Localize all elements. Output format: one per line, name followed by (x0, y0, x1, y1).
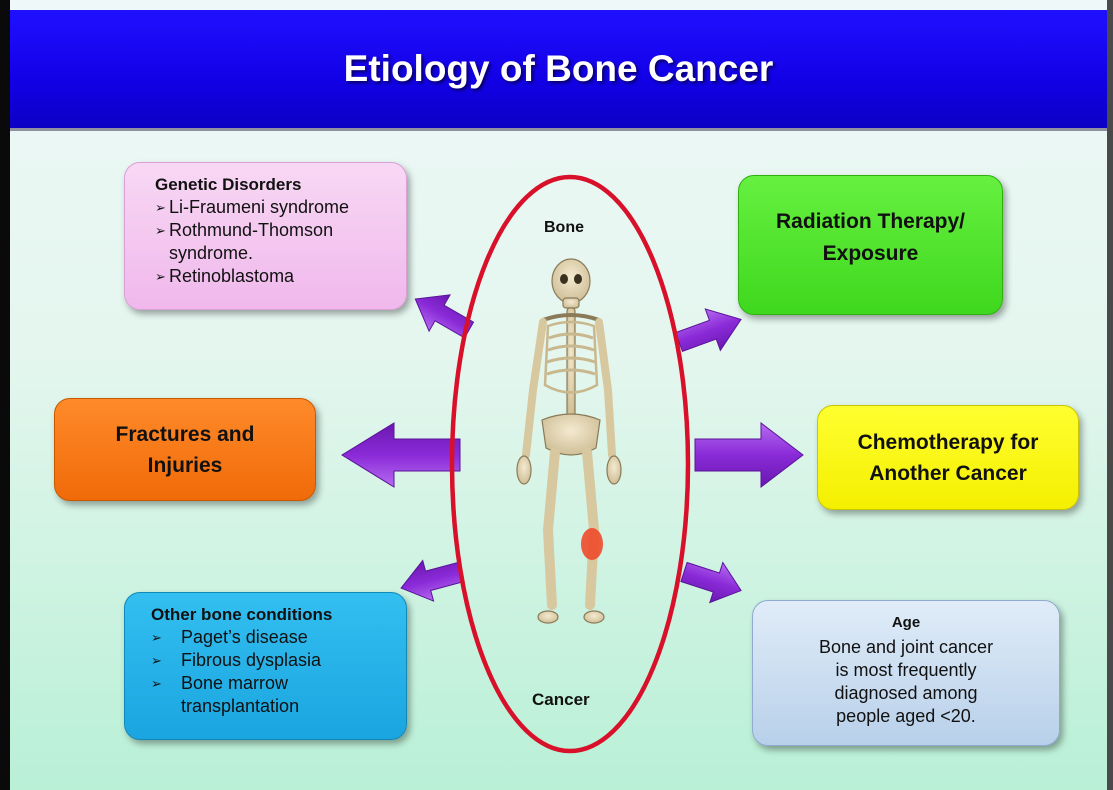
fractures-line-2: Injuries (148, 450, 223, 481)
list-item: ➢Retinoblastoma (155, 265, 394, 288)
age-line-1: Bone and joint cancer (819, 636, 993, 659)
bullet-arrow-icon: ➢ (155, 196, 166, 219)
list-item-continuation: transplantation (151, 695, 396, 718)
list-item: ➢Paget’s disease (151, 626, 396, 649)
other-conditions-box: Other bone conditions ➢Paget’s disease ➢… (124, 592, 407, 740)
list-item: ➢Fibrous dysplasia (151, 649, 396, 672)
other-list: ➢Paget’s disease ➢Fibrous dysplasia ➢Bon… (151, 626, 396, 718)
age-box: Age Bone and joint cancer is most freque… (752, 600, 1060, 746)
slide-frame-left (0, 0, 10, 790)
age-line-3: diagnosed among (834, 682, 977, 705)
genetic-list: ➢Li-Fraumeni syndrome ➢Rothmund-Thomson … (155, 196, 394, 288)
bone-label: Bone (544, 219, 584, 237)
cancer-label: Cancer (532, 690, 590, 710)
radiation-line-1: Radiation Therapy/ (776, 206, 965, 238)
chemo-line-1: Chemotherapy for (858, 427, 1039, 458)
age-heading: Age (892, 611, 920, 634)
fractures-box: Fractures and Injuries (54, 398, 316, 501)
other-heading: Other bone conditions (151, 603, 396, 626)
title-bar: Etiology of Bone Cancer (10, 10, 1107, 131)
genetic-disorders-box: Genetic Disorders ➢Li-Fraumeni syndrome … (124, 162, 407, 310)
radiation-line-2: Exposure (823, 238, 919, 270)
list-item-continuation: syndrome. (155, 242, 394, 265)
age-line-2: is most frequently (835, 659, 976, 682)
bullet-arrow-icon: ➢ (151, 649, 162, 672)
radiation-box: Radiation Therapy/ Exposure (738, 175, 1003, 315)
list-item: ➢Rothmund-Thomson (155, 219, 394, 242)
genetic-heading: Genetic Disorders (155, 173, 394, 196)
chemotherapy-box: Chemotherapy for Another Cancer (817, 405, 1079, 510)
bullet-arrow-icon: ➢ (151, 672, 162, 695)
fractures-line-1: Fractures and (116, 419, 255, 450)
bullet-arrow-icon: ➢ (151, 626, 162, 649)
slide-frame-right (1107, 0, 1113, 790)
age-line-4: people aged <20. (836, 705, 976, 728)
list-item: ➢Li-Fraumeni syndrome (155, 196, 394, 219)
bullet-arrow-icon: ➢ (155, 265, 166, 288)
chemo-line-2: Another Cancer (869, 458, 1027, 489)
page-title: Etiology of Bone Cancer (344, 48, 774, 90)
bullet-arrow-icon: ➢ (155, 219, 166, 242)
list-item: ➢Bone marrow (151, 672, 396, 695)
